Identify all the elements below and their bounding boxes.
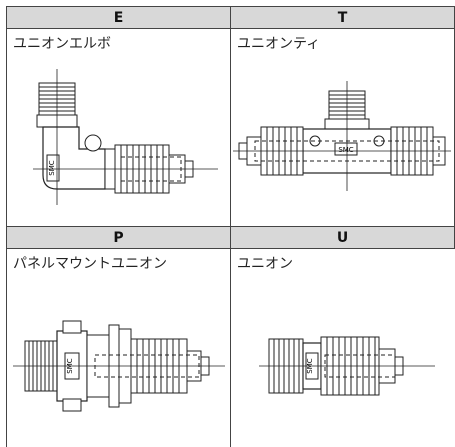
- header-cell-E: E: [7, 7, 231, 29]
- type-code-U: U: [336, 230, 349, 246]
- union-elbow-smc-mark: SMC: [48, 160, 56, 175]
- union-tee-drawing: SMC: [233, 81, 451, 191]
- union-drawing: SMC: [259, 336, 435, 396]
- union-elbow-label: ユニオンエルボ: [13, 36, 111, 52]
- union-elbow-drawing: SMC: [33, 69, 218, 205]
- type-code-T: T: [337, 10, 348, 26]
- fitting-type-table: E T ユニオンエルボ SMC: [6, 6, 455, 447]
- panel-mount-union-drawing: SMC: [13, 320, 225, 412]
- type-code-P: P: [113, 230, 124, 246]
- cell-union-tee: ユニオンティ SMC: [231, 29, 455, 227]
- cell-union-elbow: ユニオンエルボ SMC: [7, 29, 231, 227]
- union-label: ユニオン: [237, 256, 293, 272]
- cell-panel-mount-union: パネルマウントユニオン SMC: [7, 249, 231, 447]
- union-tee-smc-mark: SMC: [338, 146, 353, 154]
- cell-union: ユニオン SMC: [231, 249, 455, 447]
- header-cell-U: U: [231, 227, 455, 249]
- union-tee-label: ユニオンティ: [237, 36, 321, 52]
- panel-mount-union-label: パネルマウントユニオン: [13, 256, 167, 272]
- type-code-E: E: [113, 10, 124, 26]
- header-cell-T: T: [231, 7, 455, 29]
- header-cell-P: P: [7, 227, 231, 249]
